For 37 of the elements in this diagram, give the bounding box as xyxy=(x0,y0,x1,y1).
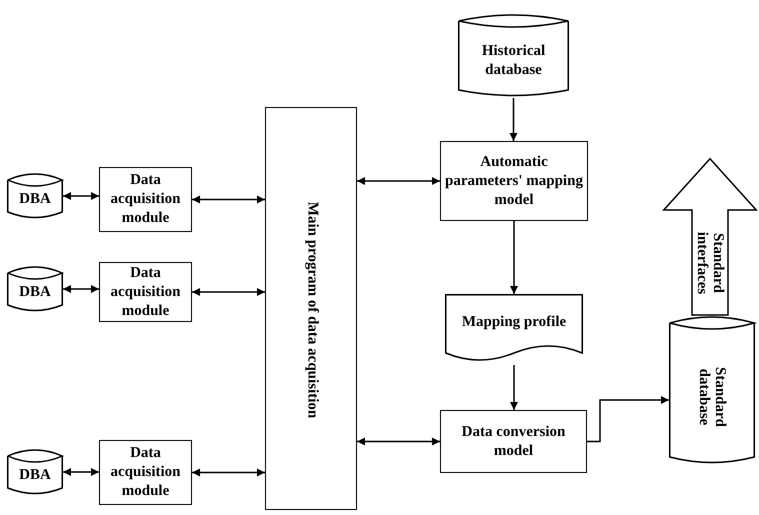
process-box xyxy=(99,167,192,232)
arrow xyxy=(357,177,440,185)
database-cylinder xyxy=(669,315,755,465)
process-box xyxy=(440,410,587,473)
arrow xyxy=(192,196,265,204)
database-cylinder xyxy=(7,265,63,313)
node-label: Historical database xyxy=(480,42,546,80)
node-label: Data acquisition module xyxy=(109,444,182,501)
process-box xyxy=(440,141,588,221)
arrow xyxy=(63,192,99,200)
process-box xyxy=(265,107,357,510)
arrow xyxy=(510,221,518,294)
node-label: Main program of data acquisition xyxy=(303,200,321,420)
node-label: Data conversion model xyxy=(460,422,566,460)
arrow xyxy=(63,285,99,293)
node-label: Standard interfaces xyxy=(693,230,727,296)
node-label: Data acquisition module xyxy=(109,171,182,228)
node-label: DBA xyxy=(18,282,52,302)
arrow xyxy=(357,438,440,446)
arrow xyxy=(510,365,518,410)
arrow xyxy=(192,288,265,296)
node-label: DBA xyxy=(18,190,52,208)
process-box xyxy=(99,440,192,505)
process-box xyxy=(99,262,192,322)
block-arrow xyxy=(663,158,757,315)
database-cylinder xyxy=(458,13,569,98)
arrow xyxy=(192,468,265,476)
node-label: Mapping profile xyxy=(460,313,568,332)
node-label: Standard database xyxy=(695,366,729,430)
database-cylinder xyxy=(7,172,63,220)
arrow xyxy=(587,396,669,442)
node-label: Data acquisition module xyxy=(109,264,182,320)
node-label: DBA xyxy=(18,466,52,484)
node-label: Automatic parameters' mapping model xyxy=(444,152,584,210)
arrow xyxy=(510,98,518,141)
database-cylinder xyxy=(7,448,63,496)
arrow xyxy=(63,468,99,476)
